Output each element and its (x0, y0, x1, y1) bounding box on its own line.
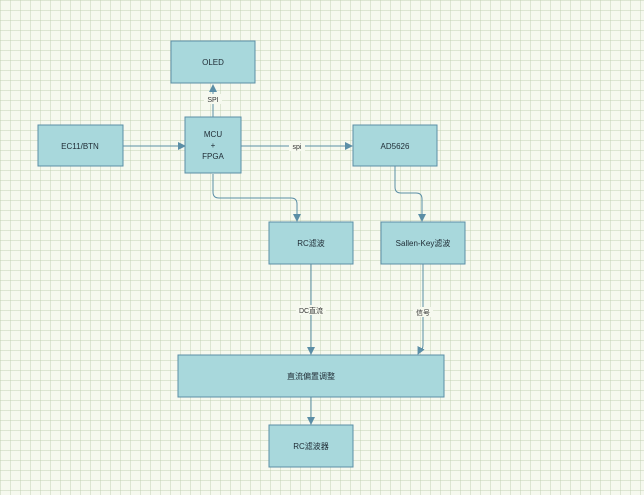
node-mcu-fpga[interactable]: MCU + FPGA (184, 116, 242, 174)
edge-mcu-to-oled: SPI (204, 84, 222, 117)
edge-sallen-key-to-dc-adjust: 信号 (413, 264, 433, 355)
edge-label-dc: DC直流 (299, 306, 323, 315)
node-rc-filter[interactable]: RC滤波 (268, 221, 354, 265)
edge-mcu-to-rc-filter (212, 174, 301, 222)
edge-label-spi-lower: spi (293, 144, 302, 151)
node-rc-filter-out[interactable]: RC滤波器 (268, 424, 354, 468)
node-mcu-label-line2: + (211, 141, 216, 150)
edge-rc-filter-to-dc-adjust: DC直流 (296, 264, 326, 355)
node-rc-filter-out-label: RC滤波器 (293, 441, 329, 451)
node-ec11-label: EC11/BTN (61, 142, 99, 151)
node-rc-filter-label: RC滤波 (297, 238, 325, 248)
node-sallen-key[interactable]: Sallen-Key滤波 (380, 221, 466, 265)
node-oled-label: OLED (202, 58, 224, 67)
node-oled[interactable]: OLED (170, 40, 256, 84)
node-ec11-btn[interactable]: EC11/BTN (37, 124, 124, 167)
node-mcu-label-line3: FPGA (202, 152, 224, 161)
node-dc-adjust[interactable]: 直流偏置调整 (177, 354, 445, 398)
node-ad5626[interactable]: AD5626 (352, 124, 438, 167)
node-mcu-label-line1: MCU (204, 130, 222, 139)
node-dc-adjust-label: 直流偏置调整 (287, 371, 335, 381)
edge-mcu-to-ad5626: spi (241, 141, 353, 151)
node-ad5626-label: AD5626 (381, 142, 410, 151)
edge-label-signal: 信号 (416, 308, 430, 317)
node-sallen-key-label: Sallen-Key滤波 (396, 238, 451, 248)
edge-ad5626-to-sallen-key (394, 166, 426, 222)
edge-label-spi-upper: SPI (207, 97, 218, 104)
